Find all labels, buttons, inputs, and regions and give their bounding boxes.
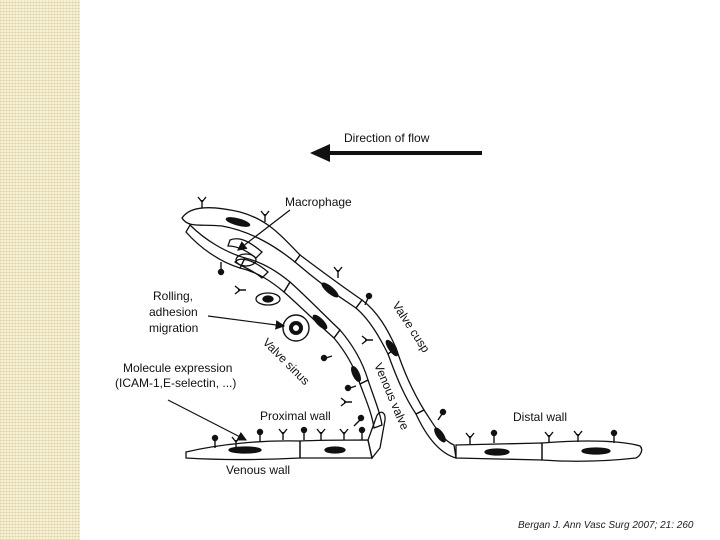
molecule-expression-label-line1: Molecule expression	[123, 361, 232, 375]
macrophage-cell	[282, 314, 310, 342]
direction-of-flow-label: Direction of flow	[344, 131, 430, 145]
macrophage-label: Macrophage	[285, 195, 352, 209]
venous-wall-cells	[185, 411, 386, 461]
distal-wall-label: Distal wall	[513, 410, 567, 424]
decorative-side-strip	[0, 0, 80, 540]
adhesion-molecules	[197, 196, 618, 448]
citation-text: Bergan J. Ann Vasc Surg 2007; 21: 260	[518, 520, 694, 531]
distal-wall-cells	[455, 440, 643, 462]
valve-sinus-label: Valve sinus	[260, 335, 313, 388]
valve-cusp-cells	[181, 207, 457, 459]
flow-direction-arrow	[310, 144, 482, 162]
rolling-label-line1: Rolling,	[153, 289, 193, 303]
proximal-wall-label: Proximal wall	[260, 409, 331, 423]
rolling-label-line3: migration	[149, 321, 198, 335]
venous-wall-label: Venous wall	[226, 463, 290, 477]
valve-sinus-cells	[185, 223, 383, 429]
molecule-expression-label-line2: (ICAM-1,E-selectin, ...)	[115, 376, 236, 390]
annotation-leader-lines	[167, 209, 291, 441]
rolling-label-line2: adhesion	[149, 305, 198, 319]
adhering-leukocytes	[235, 253, 281, 306]
